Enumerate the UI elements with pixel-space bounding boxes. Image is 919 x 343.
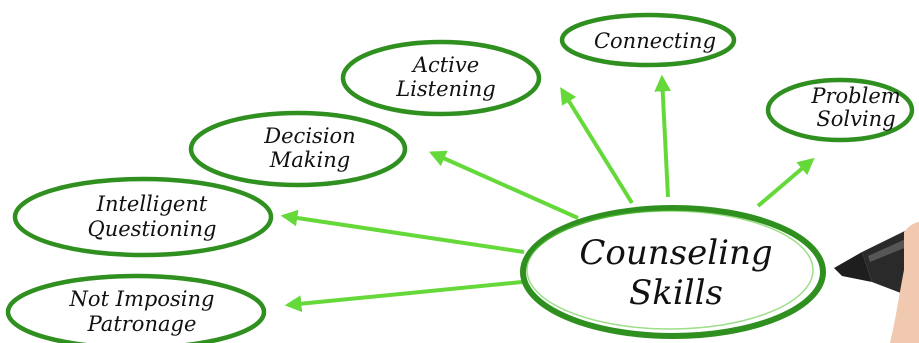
- node-decision-making-label-1: Decision: [263, 124, 355, 148]
- node-not-imposing-patronage: Not Imposing Patronage: [5, 273, 267, 343]
- node-decision-making-label-2: Making: [269, 148, 350, 172]
- node-problem-solving-label-1: Problem: [810, 84, 900, 108]
- node-problem-solving: Problem Solving: [765, 77, 915, 143]
- arrow-to-decision-making: [428, 150, 579, 220]
- hand: [890, 222, 919, 343]
- center-node-label-1: Counseling: [579, 233, 772, 273]
- node-not-imposing-patronage-ellipse: [5, 273, 267, 343]
- node-connecting-label-1: Connecting: [594, 29, 716, 53]
- center-node-ellipse-highlight: [526, 210, 814, 330]
- node-not-imposing-patronage-label-1: Not Imposing: [69, 287, 215, 311]
- arrow-to-active-listening: [560, 87, 634, 205]
- center-node-label-2: Skills: [629, 273, 723, 313]
- node-intelligent-questioning-label-1: Intelligent: [96, 192, 208, 216]
- center-node: Counseling Skills: [520, 205, 826, 339]
- node-active-listening-label-1: Active: [411, 53, 479, 77]
- marker-tip: [834, 252, 872, 282]
- node-decision-making-ellipse: [188, 110, 408, 188]
- node-intelligent-questioning-label-2: Questioning: [88, 217, 217, 241]
- arrow-to-problem-solving: [756, 157, 815, 208]
- node-active-listening-ellipse: [340, 39, 542, 117]
- arrow-to-intelligent-questioning: [280, 209, 525, 254]
- node-decision-making: Decision Making: [188, 110, 408, 188]
- node-problem-solving-label-2: Solving: [816, 107, 895, 131]
- arrow-to-connecting: [654, 74, 672, 198]
- node-intelligent-questioning: Intelligent Questioning: [12, 176, 274, 258]
- center-node-ellipse: [520, 205, 826, 339]
- node-active-listening-label-2: Listening: [395, 77, 496, 101]
- connector-arrows: [280, 74, 815, 313]
- node-problem-solving-ellipse: [765, 77, 915, 143]
- node-connecting: Connecting: [559, 12, 737, 68]
- node-connecting-ellipse: [559, 12, 737, 68]
- node-active-listening: Active Listening: [340, 39, 542, 117]
- node-not-imposing-patronage-label-2: Patronage: [87, 312, 197, 336]
- arrow-to-not-imposing-patronage: [284, 280, 523, 313]
- marker-pen: [834, 222, 919, 343]
- node-intelligent-questioning-ellipse: [12, 176, 274, 258]
